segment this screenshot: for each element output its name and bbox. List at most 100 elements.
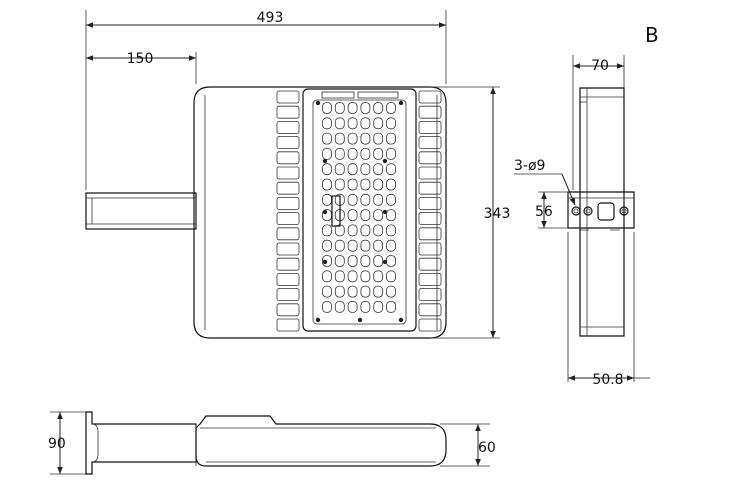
fin <box>276 227 300 241</box>
led-lens <box>322 132 332 145</box>
screw <box>398 100 404 106</box>
led-lens <box>386 147 396 160</box>
view-label: B <box>645 23 659 47</box>
led-lens <box>347 193 358 206</box>
dim-hole-spec: 3-ø9 <box>514 158 545 174</box>
bottom-view <box>85 411 447 475</box>
side-view <box>567 87 635 337</box>
led-lens <box>373 193 384 206</box>
led-lens <box>360 300 371 313</box>
led-lens <box>386 300 396 313</box>
led-lens <box>386 285 396 298</box>
led-lens <box>322 239 332 252</box>
screw <box>322 209 328 215</box>
led-lens <box>347 178 358 191</box>
led-lens <box>360 147 371 160</box>
led-lens <box>386 255 396 267</box>
led-lens <box>373 163 384 176</box>
fin <box>276 196 300 210</box>
led-lens <box>347 102 358 114</box>
fin <box>276 212 300 226</box>
dim-body-thickness: 60 <box>478 440 496 456</box>
center-connector <box>331 195 341 227</box>
dim-overall-width: 493 <box>257 10 284 26</box>
led-lens <box>347 270 358 283</box>
led-lens <box>322 117 332 130</box>
screw <box>357 317 363 323</box>
led-lens <box>386 117 396 130</box>
led-lens <box>322 178 332 191</box>
screw <box>315 100 321 106</box>
fin <box>276 151 300 165</box>
fin <box>276 242 300 256</box>
screw <box>382 209 388 215</box>
led-lens <box>386 178 396 191</box>
led-lens <box>373 178 384 191</box>
led-lens <box>360 102 371 114</box>
fin <box>276 90 300 104</box>
fin <box>418 272 442 286</box>
led-lens <box>360 178 371 191</box>
left-fin-column <box>276 90 300 332</box>
led-lens <box>347 132 358 145</box>
led-lens <box>360 270 371 283</box>
led-lens <box>360 193 371 206</box>
led-lens <box>334 300 345 313</box>
screw <box>315 317 321 323</box>
screw <box>382 259 388 265</box>
led-lens <box>334 132 345 145</box>
fin <box>276 288 300 302</box>
arm-profile <box>85 411 197 475</box>
dim-height: 343 <box>484 206 511 222</box>
fin <box>418 288 442 302</box>
fin <box>418 242 442 256</box>
led-lens <box>347 224 358 237</box>
led-lens <box>360 163 371 176</box>
led-lens <box>386 224 396 237</box>
mounting-bracket <box>567 191 635 229</box>
led-lens <box>360 239 371 252</box>
led-lens <box>386 163 396 176</box>
bolt-hole <box>583 206 593 216</box>
fin <box>276 121 300 134</box>
led-lens <box>347 163 358 176</box>
fin <box>418 318 442 332</box>
led-lens <box>360 209 371 222</box>
fin <box>276 303 300 317</box>
fin <box>418 257 442 271</box>
led-lens <box>322 300 332 313</box>
led-lens <box>334 178 345 191</box>
fin <box>418 212 442 226</box>
fin <box>276 181 300 195</box>
screw <box>322 158 328 164</box>
led-lens <box>322 147 332 160</box>
fin <box>276 318 300 332</box>
led-lens <box>322 255 332 267</box>
fin <box>276 136 300 150</box>
front-dimensions: 493 150 343 <box>85 10 511 339</box>
led-lens <box>334 147 345 160</box>
led-lens <box>334 285 345 298</box>
led-lens <box>373 270 384 283</box>
right-fin-column <box>418 90 442 332</box>
led-lens <box>373 255 384 267</box>
led-lens <box>386 193 396 206</box>
led-lens <box>386 102 396 114</box>
fin <box>418 151 442 165</box>
led-lens <box>373 147 384 160</box>
led-lens <box>347 300 358 313</box>
screw <box>322 259 328 265</box>
fin <box>418 90 442 104</box>
led-lens <box>360 224 371 237</box>
led-lens <box>347 117 358 130</box>
led-lens <box>386 209 396 222</box>
mounting-arm <box>85 192 197 230</box>
led-lens <box>322 270 332 283</box>
led-lens-grid <box>315 100 404 323</box>
led-lens <box>322 285 332 298</box>
fin <box>418 136 442 150</box>
top-connector <box>321 91 355 99</box>
fin <box>276 105 300 119</box>
led-lens <box>334 102 345 114</box>
